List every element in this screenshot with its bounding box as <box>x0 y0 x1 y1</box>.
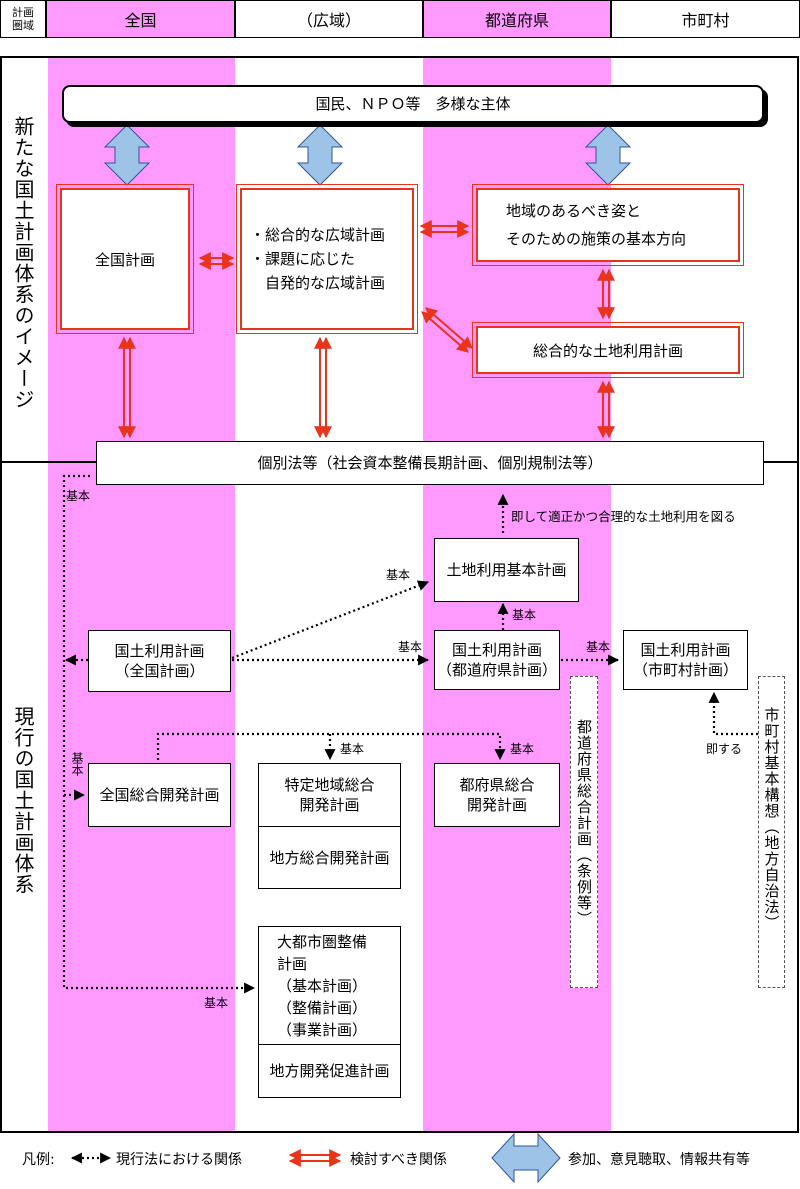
muni-basic-text: 市町村基本構想（地方自治法） <box>762 707 781 931</box>
metro-text-4: （整備計画） <box>277 998 368 1017</box>
red-arrows <box>118 220 615 439</box>
individual-laws-text: 個別法等（社会資本整備長期計画、個別規制法等） <box>257 454 603 472</box>
metro-text-2: 計画 <box>277 954 308 973</box>
nat-land-use-box: 国土利用計画 （全国計画） <box>88 630 231 692</box>
kihon-label-muni: 基本 <box>586 640 611 654</box>
header-col-muni: 市町村 <box>611 0 800 38</box>
regional-comp-bottom: 地方総合開発計画 <box>259 827 400 888</box>
specific-area-text-2: 開発計画 <box>299 796 360 814</box>
land-use-plan-text: 総合的な土地利用計画 <box>532 341 683 360</box>
pref-comp-dev-text-1: 都府県総合 <box>459 776 535 794</box>
regional-promo-text: 地方開発促進計画 <box>269 1062 390 1080</box>
muni-land-use-text-1: 国土利用計画 <box>640 641 731 659</box>
header-label-cell: 計画 圏域 <box>0 0 46 38</box>
lower-section-label: 現行の国土計画体系 <box>11 705 35 895</box>
header-col-wide: （広域） <box>235 0 423 38</box>
metro-text-1: 大都市圏整備 <box>277 932 368 951</box>
header-col-national-label: 全国 <box>124 11 157 30</box>
pref-vision-box: 地域のあるべき姿と そのための施策の基本方向 <box>472 184 744 266</box>
wide-area-text-1: ・総合的な広域計画 <box>250 226 386 244</box>
legend-red-arrow <box>288 1149 342 1167</box>
header-col-national: 全国 <box>46 0 235 38</box>
kihon-label-pref: 基本 <box>398 640 423 654</box>
actors-box: 国民、ＮＰＯ等 多様な主体 <box>62 85 764 123</box>
pref-vision-text-2: そのための施策の基本方向 <box>506 230 687 248</box>
individual-laws-box: 個別法等（社会資本整備長期計画、個別規制法等） <box>96 441 764 485</box>
metro-text-5: （事業計画） <box>277 1020 368 1039</box>
header-col-pref: 都道府県 <box>423 0 611 38</box>
kihon-label-land-use-basic: 基本 <box>512 608 537 622</box>
muni-land-use-text-2: （市町村計画） <box>632 661 738 679</box>
blue-arrow-wide <box>296 124 344 186</box>
wide-area-text-2: ・課題に応じた <box>250 250 356 268</box>
legend-current-label: 現行法における関係 <box>116 1152 242 1168</box>
national-plan-box: 全国計画 <box>56 184 194 334</box>
header-col-muni-label: 市町村 <box>681 11 730 30</box>
land-use-basic-box: 土地利用基本計画 <box>434 538 579 602</box>
legend-blue-arrow <box>491 1132 561 1184</box>
comp-dev-box: 全国総合開発計画 <box>88 763 231 827</box>
metro-top: 大都市圏整備 計画 （基本計画） （整備計画） （事業計画） <box>259 927 400 1045</box>
legend-review-label: 検討すべき関係 <box>350 1152 448 1168</box>
land-use-plan-box: 総合的な土地利用計画 <box>472 322 744 378</box>
header-col-pref-label: 都道府県 <box>484 11 549 30</box>
wide-area-text-3: 自発的な広域計画 <box>250 274 386 292</box>
kihon-label-comp-dev: 基本 <box>70 752 84 776</box>
proper-land-use-note: 即して適正かつ合理的な土地利用を図る <box>511 509 736 524</box>
pref-comp-plan-text: 都道府県総合計画（条例等） <box>575 719 593 927</box>
comp-dev-text: 全国総合開発計画 <box>99 786 220 804</box>
diagram-frame <box>0 56 799 1133</box>
nat-land-use-text-1: 国土利用計画 <box>114 642 205 660</box>
regional-comp-text: 地方総合開発計画 <box>269 848 390 867</box>
upper-section-label: 新たな国土計画体系のイメージ <box>11 116 35 410</box>
pref-comp-dev-box: 都府県総合 開発計画 <box>434 763 560 827</box>
wide-area-plan-box: ・総合的な広域計画 ・課題に応じた 自発的な広域計画 <box>236 184 418 334</box>
legend-participation-label: 参加、意見聴取、情報共有等 <box>568 1152 750 1168</box>
dotted-arrows <box>62 474 758 994</box>
pref-land-use-text-1: 国土利用計画 <box>451 641 542 659</box>
specific-area-text-1: 特定地域総合 <box>284 776 375 794</box>
kihon-label-specific: 基本 <box>340 742 365 756</box>
legend-prefix: 凡例: <box>22 1152 55 1168</box>
actors-text: 国民、ＮＰＯ等 多様な主体 <box>315 95 511 113</box>
muni-basic-box: 市町村基本構想（地方自治法） <box>758 676 785 988</box>
sokusuru-label: 即する <box>706 742 743 756</box>
pref-vision-text-1: 地域のあるべき姿と <box>506 202 642 220</box>
regional-promo-bottom: 地方開発促進計画 <box>259 1045 400 1097</box>
kihon-label-pref-comp: 基本 <box>510 742 535 756</box>
muni-land-use-box: 国土利用計画 （市町村計画） <box>623 630 748 690</box>
pref-comp-plan-box: 都道府県総合計画（条例等） <box>570 676 598 988</box>
kihon-label-top-left: 基本 <box>66 489 91 503</box>
national-plan-text: 全国計画 <box>94 250 155 269</box>
specific-area-top: 特定地域総合 開発計画 <box>259 764 400 827</box>
kihon-label-land-use: 基本 <box>386 568 411 582</box>
land-use-basic-text: 土地利用基本計画 <box>446 561 567 579</box>
header-label: 計画 圏域 <box>12 6 34 32</box>
metro-box: 大都市圏整備 計画 （基本計画） （整備計画） （事業計画） 地方開発促進計画 <box>258 926 401 1098</box>
header-col-wide-label: （広域） <box>296 11 361 30</box>
pref-land-use-text-2: （都道府県計画） <box>436 661 557 679</box>
blue-arrow-national <box>103 124 151 186</box>
specific-area-box: 特定地域総合 開発計画 地方総合開発計画 <box>258 763 401 889</box>
nat-land-use-text-2: （全国計画） <box>114 662 205 680</box>
pref-comp-dev-text-2: 開発計画 <box>466 796 527 814</box>
metro-text-3: （基本計画） <box>277 976 368 995</box>
kihon-label-metro: 基本 <box>204 996 229 1010</box>
pref-land-use-box: 国土利用計画 （都道府県計画） <box>434 630 560 690</box>
blue-arrow-pref <box>584 124 632 186</box>
